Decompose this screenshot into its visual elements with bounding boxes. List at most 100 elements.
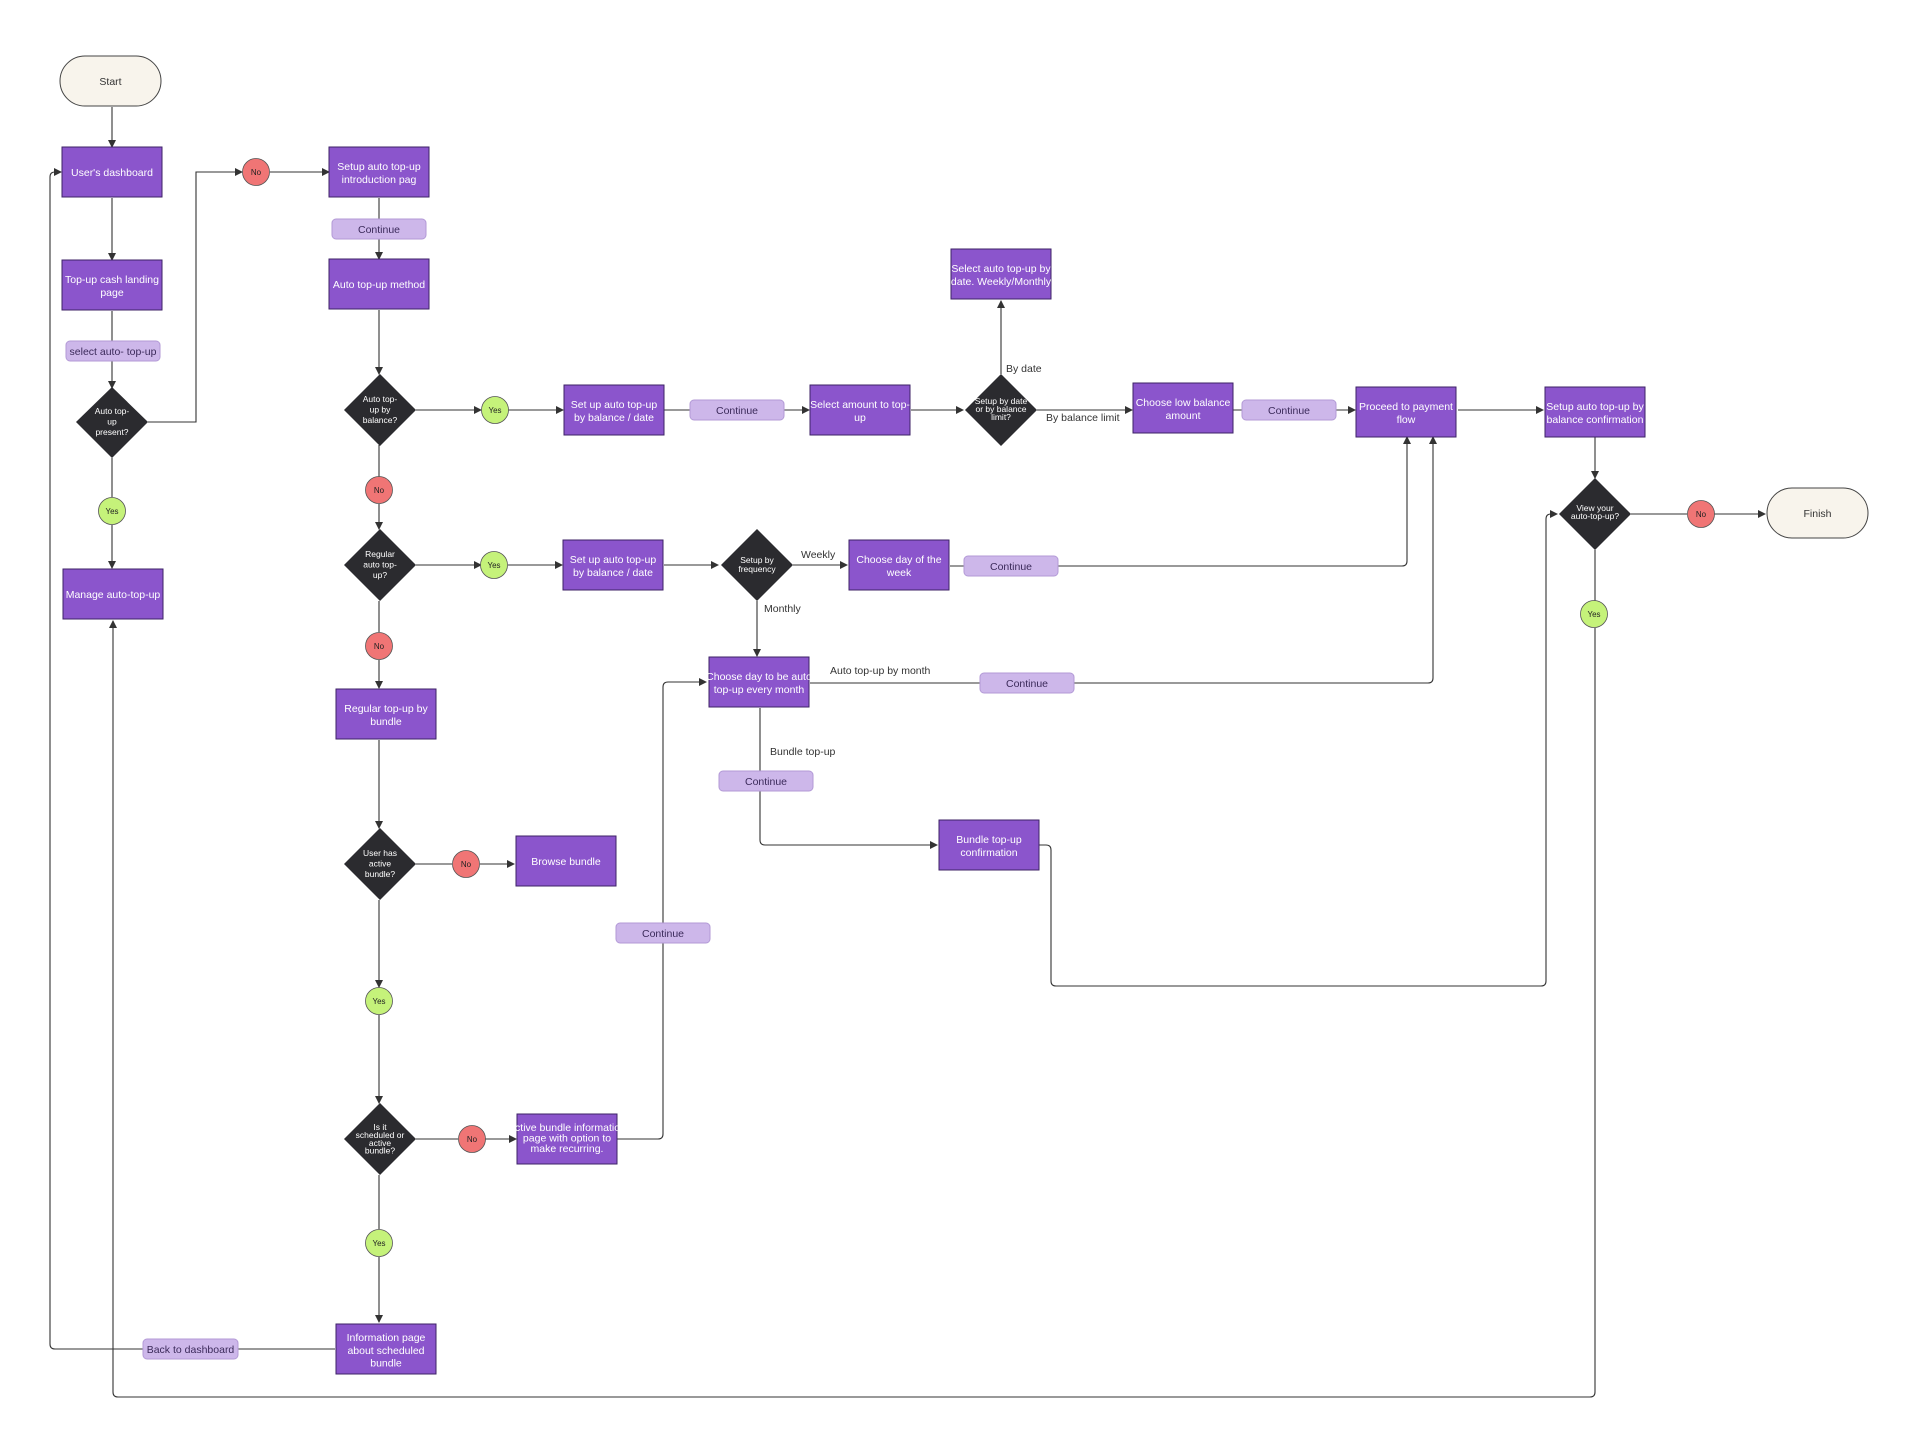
edge-infosched-dashboard bbox=[49, 168, 335, 1350]
badge-no-auto-present: No bbox=[242, 158, 270, 186]
pill-back-dashboard: Back to dashboard bbox=[142, 1338, 239, 1360]
pill-continue-intro: Continue bbox=[331, 218, 427, 240]
pill-continue-week: Continue bbox=[963, 555, 1059, 577]
badges: No Yes Yes No Yes No No Yes No Yes No Ye… bbox=[98, 158, 1715, 1257]
select-amount-box: Select amount to top-up bbox=[809, 384, 911, 436]
badge-no-label: No bbox=[461, 860, 472, 869]
pill-continue-setup1: Continue bbox=[689, 399, 785, 421]
auto-topup-method-box: Auto top-up method bbox=[328, 258, 430, 310]
label-weekly: Weekly bbox=[801, 549, 836, 561]
badge-yes-label: Yes bbox=[372, 1239, 385, 1248]
start-terminal: Start bbox=[59, 55, 162, 107]
pill-continue-activeinfo-label: Continue bbox=[642, 928, 684, 940]
finish-label: Finish bbox=[1803, 508, 1831, 520]
edge-week-payment bbox=[950, 436, 1411, 567]
label-by-balance-limit: By balance limit bbox=[1046, 412, 1120, 424]
pill-continue-lowbalance: Continue bbox=[1241, 399, 1337, 421]
edge-bundleconf-view bbox=[1039, 510, 1558, 987]
pill-continue-intro-label: Continue bbox=[358, 224, 400, 236]
label-auto-by-month: Auto top-up by month bbox=[830, 665, 931, 677]
pill-continue-week-label: Continue bbox=[990, 561, 1032, 573]
manage-auto-topup-box: Manage auto-top-up bbox=[62, 568, 164, 620]
pill-select-auto: select auto- top-up bbox=[65, 340, 161, 362]
badge-yes-label: Yes bbox=[488, 406, 501, 415]
badge-no-view: No bbox=[1687, 500, 1715, 528]
badge-yes-label: Yes bbox=[487, 561, 500, 570]
pill-back-dashboard-label: Back to dashboard bbox=[147, 1344, 235, 1356]
edge-labels: By date By balance limit Weekly Monthly … bbox=[764, 363, 1120, 758]
label-by-date: By date bbox=[1006, 363, 1042, 375]
badge-yes-by-balance: Yes bbox=[481, 396, 509, 424]
badge-no-label: No bbox=[1696, 510, 1707, 519]
badge-no-label: No bbox=[374, 642, 385, 651]
auto-topup-method-label: Auto top-up method bbox=[333, 279, 425, 291]
pill-continue-lowbalance-label: Continue bbox=[1268, 405, 1310, 417]
pill-continue-month: Continue bbox=[979, 672, 1075, 694]
users-dashboard-box: User's dashboard bbox=[61, 146, 163, 198]
badge-yes-view: Yes bbox=[1580, 600, 1608, 628]
manage-auto-topup-label: Manage auto-top-up bbox=[66, 589, 161, 601]
badge-no-label: No bbox=[374, 486, 385, 495]
pills: select auto- top-up Continue Continue Co… bbox=[65, 218, 1337, 1360]
start-label: Start bbox=[99, 76, 121, 88]
select-amount-label: Select amount to top-up bbox=[810, 399, 910, 424]
browse-bundle-label: Browse bundle bbox=[531, 856, 601, 868]
edge-month-bundleconf bbox=[759, 708, 938, 849]
badge-no-scheduled: No bbox=[458, 1125, 486, 1153]
badge-yes-scheduled: Yes bbox=[365, 1229, 393, 1257]
pill-continue-activeinfo: Continue bbox=[615, 922, 711, 944]
label-monthly: Monthly bbox=[764, 603, 802, 615]
badge-yes-auto-present: Yes bbox=[98, 497, 126, 525]
badge-yes-regular: Yes bbox=[480, 551, 508, 579]
pill-select-auto-label: select auto- top-up bbox=[70, 346, 157, 358]
badge-no-regular: No bbox=[365, 632, 393, 660]
label-bundle-topup: Bundle top-up bbox=[770, 746, 836, 758]
badge-no-by-balance: No bbox=[365, 476, 393, 504]
badge-yes-label: Yes bbox=[105, 507, 118, 516]
edge-activeinfo-month bbox=[617, 678, 707, 1140]
edge-yes-manage-loop bbox=[109, 620, 1596, 1398]
edge-month-payment bbox=[810, 436, 1437, 684]
pill-continue-month-label: Continue bbox=[1006, 678, 1048, 690]
badge-yes-active: Yes bbox=[365, 987, 393, 1015]
badge-no-label: No bbox=[251, 168, 262, 177]
pill-continue-bundle-label: Continue bbox=[745, 776, 787, 788]
connectors bbox=[49, 107, 1766, 1398]
edge-decision-no bbox=[148, 168, 243, 423]
